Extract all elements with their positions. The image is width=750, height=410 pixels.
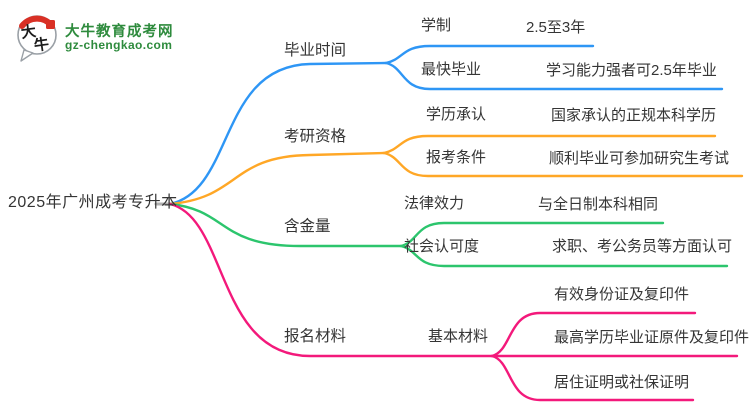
- branch-curves-postgrad-qualification: [168, 134, 744, 206]
- node-value-degree-recognition: 国家承认的正规本科学历: [551, 107, 717, 124]
- branch-curves-registration-materials: [168, 202, 739, 402]
- node-value-study-duration: 2.5至3年: [526, 19, 586, 36]
- node-label-legal-effect: 法律效力: [404, 195, 465, 212]
- node-value-residence-proof: 居住证明或社保证明: [554, 374, 690, 391]
- node-value-legal-effect: 与全日制本科相同: [538, 196, 659, 213]
- svg-text:大: 大: [20, 22, 37, 42]
- node-value-id-card-copy: 有效身份证及复印件: [554, 286, 690, 303]
- branch-curves-graduation-time: [168, 44, 724, 206]
- node-value-social-recognition: 求职、考公务员等方面认可: [552, 238, 733, 255]
- root-topic: 2025年广州成考专升本: [8, 194, 178, 211]
- logo-title: 大牛教育成考网: [65, 24, 174, 40]
- node-value-exam-conditions: 顺利毕业可参加研究生考试: [549, 150, 730, 167]
- node-value-diploma-copy: 最高学历毕业证原件及复印件: [554, 329, 750, 346]
- logo-subtitle: gz-chengkao.com: [65, 38, 173, 52]
- daniu-logo-icon: 大 牛: [17, 15, 57, 62]
- branch-curves-gold-content: [168, 202, 729, 268]
- branch-label-postgrad-qualification: 考研资格: [284, 128, 347, 145]
- site-logo[interactable]: 大 牛 大牛教育成考网 gz-chengkao.com: [12, 10, 232, 62]
- node-label-basic-materials: 基本材料: [428, 328, 489, 345]
- svg-text:牛: 牛: [33, 35, 50, 55]
- branch-label-registration-materials: 报名材料: [284, 328, 347, 345]
- node-label-exam-conditions: 报考条件: [426, 149, 487, 166]
- node-label-fastest-graduation: 最快毕业: [421, 61, 482, 78]
- branch-label-graduation-time: 毕业时间: [284, 42, 347, 59]
- node-label-degree-recognition: 学历承认: [426, 106, 487, 123]
- branch-label-gold-content: 含金量: [284, 218, 331, 235]
- node-value-fastest-graduation: 学习能力强者可2.5年毕业: [546, 62, 717, 79]
- node-label-social-recognition: 社会认可度: [404, 238, 480, 255]
- node-label-study-duration: 学制: [421, 17, 452, 34]
